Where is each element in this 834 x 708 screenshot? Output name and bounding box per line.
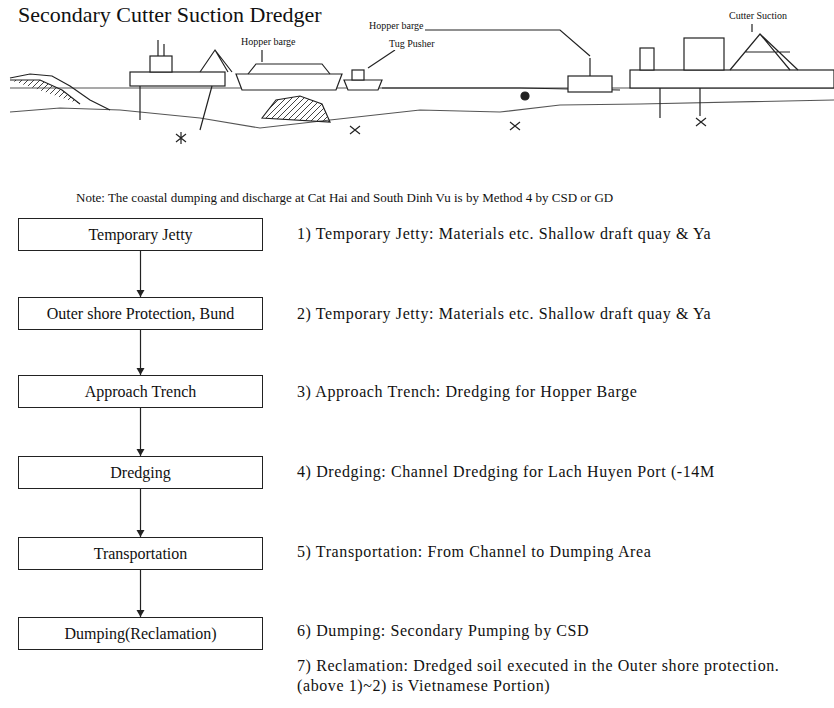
arrow-head: [137, 530, 145, 537]
flow-arrow: [137, 570, 145, 617]
box-text: Approach Trench: [85, 383, 197, 401]
arrow-head: [137, 449, 145, 456]
step-description: 7) Reclamation: Dredged soil executed in…: [297, 656, 797, 696]
note-text: Note: The coastal dumping and discharge …: [76, 190, 613, 206]
step-description: 4) Dredging: Channel Dredging for Lach H…: [297, 462, 715, 481]
step-description: 1) Temporary Jetty: Materials etc. Shall…: [297, 224, 711, 243]
process-box: Transportation: [18, 537, 263, 570]
process-box: Approach Trench: [18, 375, 263, 408]
box-text: Dredging: [110, 464, 170, 482]
step-description: 6) Dumping: Secondary Pumping by CSD: [297, 621, 589, 640]
arrow-line: [140, 489, 141, 537]
box-text: Outer shore Protection, Bund: [47, 305, 235, 323]
flow-arrow: [137, 330, 145, 375]
process-box: Temporary Jetty: [18, 218, 263, 251]
arrow-line: [140, 408, 141, 456]
arrow-head: [137, 290, 145, 297]
part-label: Hopper barge: [368, 20, 425, 32]
arrow-head: [137, 368, 145, 375]
part-label: Hopper barge: [240, 36, 297, 48]
step-description: 5) Transportation: From Channel to Dumpi…: [297, 542, 651, 561]
arrow-line: [140, 570, 141, 617]
process-box: Outer shore Protection, Bund: [18, 297, 263, 330]
box-text: Temporary Jetty: [88, 226, 192, 244]
arrow-head: [137, 610, 145, 617]
flow-arrow: [137, 489, 145, 537]
process-box: Dumping(Reclamation): [18, 617, 263, 650]
diagram-title: Secondary Cutter Suction Dredger: [18, 2, 322, 28]
box-text: Dumping(Reclamation): [65, 625, 217, 643]
part-label: Cutter Suction: [728, 10, 788, 22]
step-description: 3) Approach Trench: Dredging for Hopper …: [297, 382, 637, 401]
process-box: Dredging: [18, 456, 263, 489]
flow-arrow: [137, 251, 145, 297]
step-description: 2) Temporary Jetty: Materials etc. Shall…: [297, 304, 711, 323]
part-label: Tug Pusher: [388, 38, 435, 50]
flow-arrow: [137, 408, 145, 456]
box-text: Transportation: [94, 545, 188, 563]
